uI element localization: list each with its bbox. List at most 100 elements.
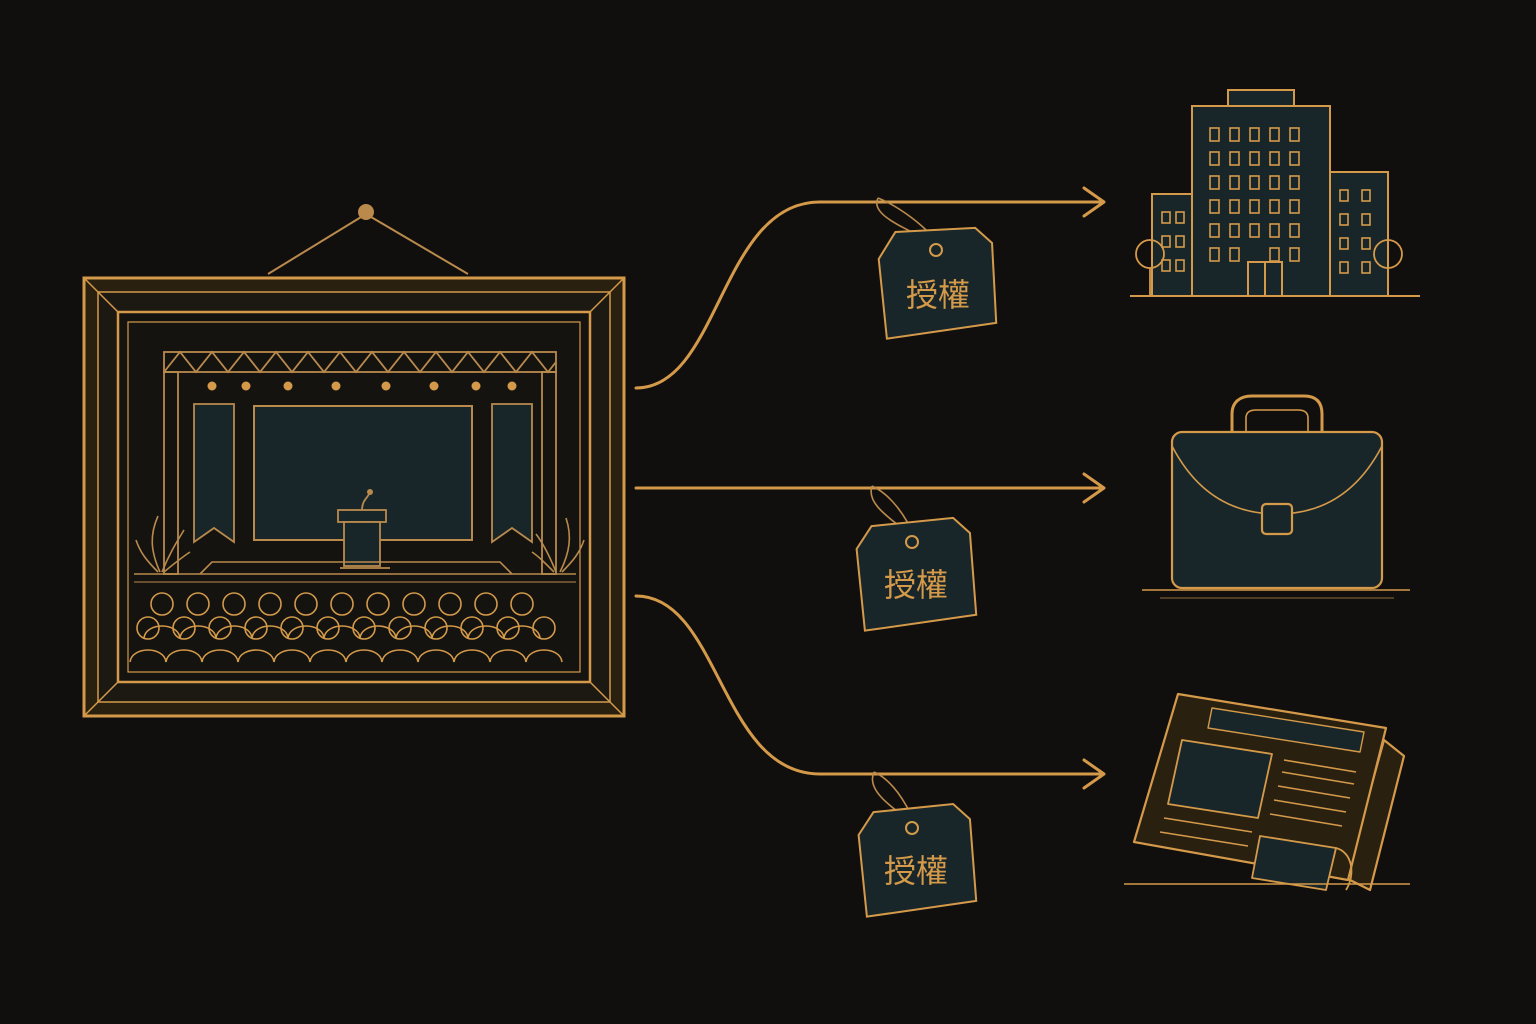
building-window	[1269, 247, 1280, 262]
audience-person-head	[316, 616, 340, 640]
building-window	[1339, 213, 1349, 226]
audience-person-body	[467, 625, 505, 639]
building-window	[1249, 127, 1260, 142]
audience-person-body	[273, 649, 311, 663]
building-window	[1209, 151, 1220, 166]
building-window	[1289, 151, 1300, 166]
audience-person-head	[330, 592, 354, 616]
audience-person-head	[186, 592, 210, 616]
building-window	[1361, 189, 1371, 202]
audience-person-head	[402, 592, 426, 616]
audience-person-body	[323, 625, 361, 639]
audience-person-body	[143, 625, 181, 639]
audience-person-body	[179, 625, 217, 639]
audience-person-head	[460, 616, 484, 640]
building-window	[1209, 247, 1220, 262]
building-window	[1229, 223, 1240, 238]
building-window	[1209, 127, 1220, 142]
building-window	[1209, 175, 1220, 190]
building-window	[1161, 235, 1171, 248]
building-window	[1289, 127, 1300, 142]
building-window	[1339, 189, 1349, 202]
picture-hanger	[267, 204, 469, 275]
building-window	[1229, 247, 1240, 262]
podium-icon	[337, 489, 390, 569]
building-window	[1209, 223, 1220, 238]
office-building-icon	[1130, 89, 1420, 297]
building-window	[1229, 127, 1240, 142]
audience-person-body	[503, 625, 541, 639]
audience-person-head	[208, 616, 232, 640]
building-window	[1269, 175, 1280, 190]
audience-person-head	[388, 616, 412, 640]
audience-person-head	[150, 592, 174, 616]
audience-person-head	[424, 616, 448, 640]
stage-plant-left	[135, 515, 191, 573]
building-window	[1269, 151, 1280, 166]
audience-person-body	[345, 649, 383, 663]
building-window	[1249, 175, 1260, 190]
license-tag-3-label: 授權	[884, 852, 948, 890]
building-window	[1269, 223, 1280, 238]
audience-person-body	[489, 649, 527, 663]
building-window	[1339, 237, 1349, 250]
building-window	[1361, 261, 1371, 274]
building-window	[1269, 127, 1280, 142]
framed-stage-event-icon	[82, 204, 626, 718]
building-window	[1161, 259, 1171, 272]
stage-plant-right	[531, 517, 585, 573]
building-window	[1209, 199, 1220, 214]
audience-person-body	[237, 649, 275, 663]
building-window	[1289, 175, 1300, 190]
building-window	[1289, 223, 1300, 238]
arrowhead-briefcase	[1082, 472, 1106, 504]
audience-person-body	[381, 649, 419, 663]
building-window	[1289, 199, 1300, 214]
audience-person-body	[453, 649, 491, 663]
building-window	[1229, 175, 1240, 190]
audience-person-head	[136, 616, 160, 640]
stage-floor	[134, 561, 576, 583]
newspaper-text-lines	[1159, 759, 1357, 847]
audience-person-head	[496, 616, 520, 640]
audience-person-head	[474, 592, 498, 616]
building-window	[1269, 199, 1280, 214]
building-window	[1175, 235, 1185, 248]
connector-to-building	[634, 200, 1104, 390]
audience-person-head	[172, 616, 196, 640]
building-window	[1361, 237, 1371, 250]
audience-person-head	[352, 616, 376, 640]
license-tag-1-label: 授權	[906, 276, 970, 314]
audience-person-body	[165, 649, 203, 663]
license-tag-2: 授權	[855, 485, 978, 632]
audience-person-head	[222, 592, 246, 616]
building-window	[1175, 259, 1185, 272]
audience-person-body	[201, 649, 239, 663]
newspaper-icon	[1124, 692, 1410, 892]
building-window	[1175, 211, 1185, 224]
audience-person-head	[294, 592, 318, 616]
arrowhead-newspaper	[1082, 758, 1106, 790]
audience-person-head	[258, 592, 282, 616]
audience-person-body	[251, 625, 289, 639]
audience-person-head	[510, 592, 534, 616]
connector-to-newspaper	[634, 594, 1104, 776]
connector-arrows	[634, 186, 1106, 790]
building-window	[1339, 261, 1349, 274]
building-window	[1249, 199, 1260, 214]
license-tag-3: 授權	[857, 771, 978, 918]
briefcase-icon	[1142, 394, 1410, 599]
audience-person-body	[359, 625, 397, 639]
license-tag-1: 授權	[875, 197, 998, 340]
audience-person-body	[129, 649, 167, 663]
audience-person-body	[395, 625, 433, 639]
building-window	[1249, 151, 1260, 166]
building-window	[1289, 247, 1300, 262]
audience-person-head	[366, 592, 390, 616]
audience-person-body	[309, 649, 347, 663]
building-window	[1229, 199, 1240, 214]
audience-person-body	[215, 625, 253, 639]
stage-lights	[207, 381, 517, 391]
audience-person-body	[287, 625, 325, 639]
